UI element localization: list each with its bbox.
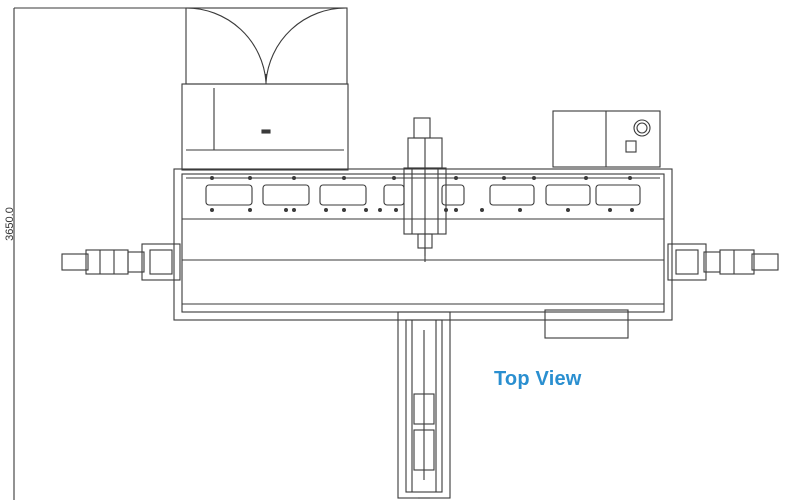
main-table [173, 168, 673, 321]
left-drive [61, 243, 181, 281]
cabinet [181, 83, 349, 171]
control-box [552, 110, 661, 168]
extension-rail [397, 311, 451, 499]
gantry-carriage [403, 117, 447, 262]
door-swing [185, 7, 348, 85]
view-label: Top View [494, 368, 582, 390]
bolt-holes [210, 176, 634, 212]
table-slots [205, 184, 641, 206]
dimension-label: 3650.0 [4, 207, 16, 241]
dimension-line [13, 7, 186, 500]
lower-box [544, 309, 629, 339]
right-drive [667, 243, 779, 281]
